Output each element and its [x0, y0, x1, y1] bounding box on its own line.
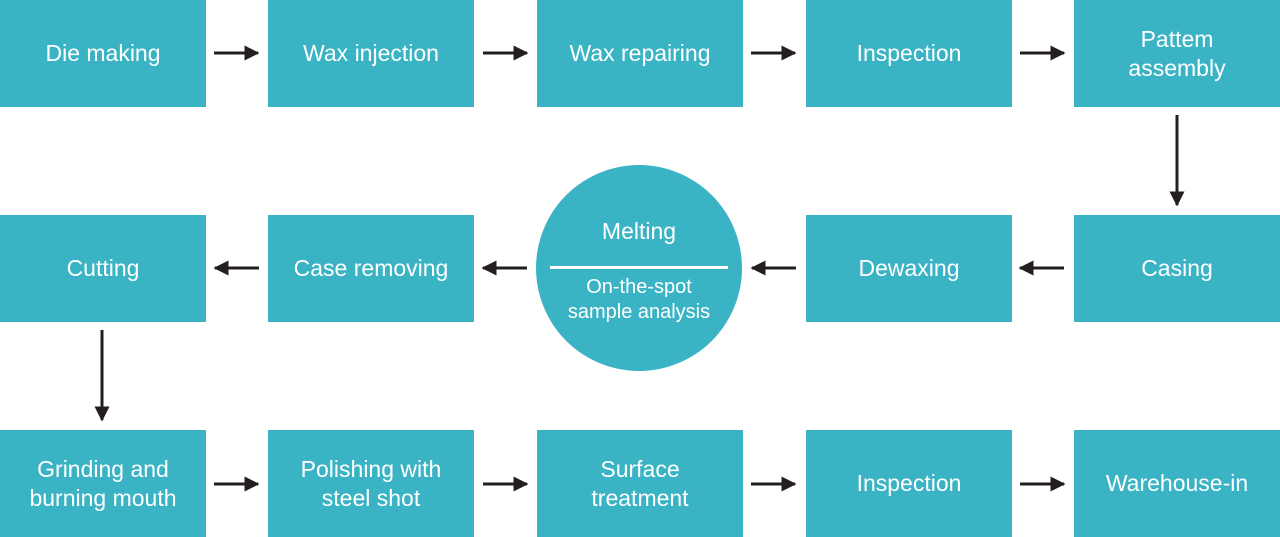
- step-grinding: Grinding and burning mouth: [0, 430, 206, 537]
- step-pattern-assembly: Pattem assembly: [1074, 0, 1280, 107]
- step-die-making: Die making: [0, 0, 206, 107]
- step-label: Inspection: [856, 40, 962, 66]
- step-warehouse-in: Warehouse-in: [1074, 430, 1280, 537]
- melting-sublabel: On-the-spot sample analysis: [536, 275, 742, 325]
- step-label: Warehouse-in: [1105, 470, 1249, 496]
- step-casing: Casing: [1074, 215, 1280, 322]
- step-label: Case removing: [293, 255, 449, 281]
- step-label: Grinding and burning mouth: [29, 455, 177, 511]
- melting-divider: [550, 266, 728, 269]
- step-melting-circle: Melting On-the-spot sample analysis: [536, 165, 742, 371]
- melting-label: Melting: [601, 218, 677, 244]
- step-polishing: Polishing with steel shot: [268, 430, 474, 537]
- melting-sublabel-text: On-the-spot sample analysis: [567, 276, 711, 323]
- step-wax-injection: Wax injection: [268, 0, 474, 107]
- step-label: Die making: [45, 40, 161, 66]
- step-label: Inspection: [856, 470, 962, 496]
- step-dewaxing: Dewaxing: [806, 215, 1012, 322]
- step-label: Pattem assembly: [1128, 25, 1226, 81]
- step-inspection-1: Inspection: [806, 0, 1012, 107]
- step-surface-treatment: Surface treatment: [537, 430, 743, 537]
- step-case-removing: Case removing: [268, 215, 474, 322]
- step-label: Cutting: [66, 255, 140, 281]
- step-label: Wax injection: [303, 40, 439, 66]
- step-label: Polishing with steel shot: [300, 455, 442, 511]
- step-label: Surface treatment: [591, 455, 689, 511]
- step-label: Wax repairing: [569, 40, 711, 66]
- step-wax-repairing: Wax repairing: [537, 0, 743, 107]
- step-cutting: Cutting: [0, 215, 206, 322]
- step-label: Dewaxing: [858, 255, 960, 281]
- step-label: Casing: [1141, 255, 1213, 281]
- step-inspection-2: Inspection: [806, 430, 1012, 537]
